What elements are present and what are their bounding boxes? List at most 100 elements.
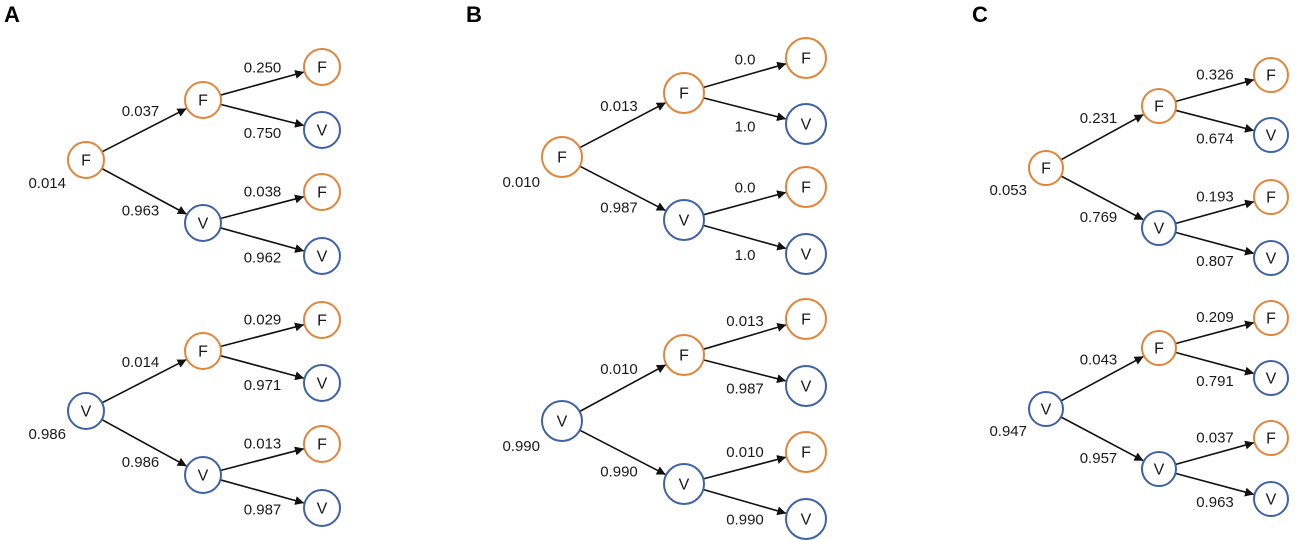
tree-c-top-leaf-node-0-0-state: F <box>1266 68 1276 85</box>
tree-b-bottom-leaf-node-1-0-state: F <box>801 445 811 462</box>
tree-a-top-leaf-prob-1-1: 0.962 <box>244 250 282 267</box>
tree-a-bottom-leaf-prob-1-0: 0.013 <box>244 436 282 453</box>
tree-a-bottom-root-node: V <box>67 392 105 430</box>
tree-c-top-leaf-prob-0-0: 0.326 <box>1196 67 1234 84</box>
tree-b-bottom-leaf-node-0-1: V <box>785 365 827 407</box>
tree-b-bottom-mid-node-1-circle <box>663 463 705 505</box>
tree-b-bottom-leaf-prob-1-1: 0.990 <box>726 512 764 529</box>
tree-b-top-edge-root-1 <box>579 165 666 212</box>
tree-b-top-leaf-node-0-1-circle <box>785 103 827 145</box>
tree-a-top-mid-node-1-circle <box>184 204 222 242</box>
tree-b-bottom-root-node: V <box>541 400 583 442</box>
tree-b-top-leaf-node-0-0: F <box>785 37 827 79</box>
tree-b-top-mid-node-1-state: V <box>679 213 690 230</box>
tree-a-top-leaf-prob-1-0: 0.038 <box>244 184 282 201</box>
tree-c-bottom-leaf-node-1-1-circle <box>1253 481 1289 517</box>
tree-c-bottom-mid-node-1-state: V <box>1154 462 1165 479</box>
tree-c-bottom-edge-0-1 <box>1175 351 1255 376</box>
tree-a-top-root-node-circle <box>67 141 105 179</box>
tree-c-bottom-edge-1-1 <box>1175 472 1255 497</box>
tree-c-top-mid-node-1-state: V <box>1154 221 1165 238</box>
tree-a-bottom-leaf-node-0-0-state: F <box>317 313 327 330</box>
tree-a-bottom-root-prob: 0.986 <box>28 426 66 443</box>
tree-a-bottom-leaf-node-0-1: V <box>303 364 341 402</box>
tree-c-bottom-leaf-node-1-0: F <box>1253 420 1289 456</box>
tree-b-top-leaf-node-1-0: F <box>785 166 827 208</box>
tree-b-top-mid-node-1-circle <box>663 199 705 241</box>
tree-a-top-leaf-node-0-1-state: V <box>317 123 328 140</box>
tree-b-bottom-leaf-node-0-1-circle <box>785 365 827 407</box>
tree-a-bottom-root-node-circle <box>67 392 105 430</box>
tree-a-top-leaf-node-0-0-state: F <box>317 60 327 77</box>
tree-b-top-mid-node-1: V <box>663 199 705 241</box>
tree-c-bottom-edge-0-0 <box>1175 320 1255 345</box>
tree-b-top-leaf-node-1-1-state: V <box>801 247 812 264</box>
tree-b-top-root-prob: 0.010 <box>502 174 540 191</box>
tree-c-top-leaf-node-1-0-circle <box>1253 179 1289 215</box>
tree-c-top-mid-node-1: V <box>1141 210 1177 246</box>
tree-b-top-leaf-node-1-1-circle <box>785 233 827 275</box>
tree-a-top-mid-node-0: F <box>184 81 222 119</box>
tree-c-top-leaf-node-1-1-circle <box>1253 240 1289 276</box>
tree-a-top-root-prob: 0.014 <box>28 175 66 192</box>
tree-a-top-mid-prob-1: 0.963 <box>122 203 160 220</box>
tree-b-top-leaf-prob-1-0: 0.0 <box>735 180 756 197</box>
panel-c: C FFFVVFV0.0530.2310.7690.3260.6740.1930… <box>972 2 1289 517</box>
tree-a-bottom-leaf-node-1-0: F <box>303 425 341 463</box>
tree-b-top-mid-node-0-state: F <box>679 86 689 103</box>
tree-c-top-edge-root-0 <box>1060 113 1144 161</box>
tree-b-bottom-edge-root-0 <box>579 364 666 413</box>
tree-a-top-edge-root-0 <box>101 107 187 153</box>
tree-b-top-leaf-prob-1-1: 1.0 <box>735 247 756 264</box>
tree-c-bottom-leaf-node-0-0-state: F <box>1266 311 1276 328</box>
tree-a-top-edge-root-1 <box>101 167 187 215</box>
tree-c-top-leaf-node-1-0: F <box>1253 179 1289 215</box>
tree-b-top-edge-0-0 <box>702 61 787 89</box>
tree-a-bottom-leaf-prob-1-1: 0.987 <box>244 502 282 519</box>
tree-c-bottom-leaf-node-1-0-state: F <box>1266 431 1276 448</box>
tree-a-top-leaf-node-0-1-circle <box>303 111 341 149</box>
tree-b-bottom-leaf-node-0-0-circle <box>785 298 827 340</box>
tree-c-bottom-leaf-prob-0-1: 0.791 <box>1196 373 1234 390</box>
tree-c-bottom-leaf-node-0-1-circle <box>1253 360 1289 396</box>
tree-c-top-leaf-prob-1-0: 0.193 <box>1196 189 1234 206</box>
tree-c-top-leaf-node-0-0-circle <box>1253 57 1289 93</box>
panel-a: A FFFVVFV0.0140.0370.9630.2500.7500.0380… <box>4 2 341 527</box>
tree-b-bottom-mid-node-0-state: F <box>679 348 689 365</box>
tree-c-top-edge-0-0 <box>1175 77 1255 103</box>
tree-c-top-leaf-node-0-1: V <box>1253 117 1289 153</box>
tree-a-top-edge-1-0 <box>220 194 305 220</box>
tree-c-bottom-leaf-node-0-1: V <box>1253 360 1289 396</box>
tree-c-top-mid-prob-0: 0.231 <box>1080 110 1118 127</box>
tree-b-top-leaf-node-1-1: V <box>785 233 827 275</box>
tree-a-bottom-mid-node-0-circle <box>184 332 222 370</box>
tree-b-top-leaf-node-1-0-state: F <box>801 180 811 197</box>
tree-a-bottom-mid-prob-0: 0.014 <box>122 354 160 371</box>
tree-b-bottom-edge-0-0 <box>702 323 787 351</box>
tree-a-bottom-edge-0-1 <box>220 354 305 381</box>
tree-c-bottom-edge-1-0 <box>1175 440 1255 466</box>
tree-a-top-mid-node-1-state: V <box>198 216 209 233</box>
tree-c-bottom-root-prob: 0.947 <box>989 423 1027 440</box>
tree-b-bottom-edge-root-1 <box>579 429 666 476</box>
tree-b-top-edge-root-0 <box>579 102 666 149</box>
tree-b-bottom-leaf-node-1-0: F <box>785 431 827 473</box>
tree-c-top-edge-1-0 <box>1175 199 1255 225</box>
tree-a-top-leaf-node-1-1-circle <box>303 237 341 275</box>
tree-b-bottom-mid-node-1: V <box>663 463 705 505</box>
panel-letter-a: A <box>4 2 20 27</box>
panel-letter-b: B <box>466 2 482 27</box>
tree-b-top-mid-prob-1: 0.987 <box>600 200 638 217</box>
tree-c-bottom-mid-node-1-circle <box>1141 451 1177 487</box>
tree-a-top-mid-node-0-circle <box>184 81 222 119</box>
tree-c-top-root-prob: 0.053 <box>989 182 1027 199</box>
tree-c-top-edge-root-1 <box>1060 175 1144 221</box>
tree-a-bottom-leaf-prob-0-1: 0.971 <box>244 377 282 394</box>
tree-b-bottom-root-node-state: V <box>557 414 568 431</box>
tree-a-bottom-leaf-node-1-1-state: V <box>317 501 328 518</box>
tree-b-top-mid-node-0-circle <box>663 72 705 114</box>
tree-b-top-root-node: F <box>541 136 583 178</box>
tree-c-bottom-leaf-node-0-0: F <box>1253 300 1289 336</box>
tree-a-top-root-node-state: F <box>81 153 91 170</box>
tree-b-bottom-leaf-node-1-1-circle <box>785 498 827 540</box>
